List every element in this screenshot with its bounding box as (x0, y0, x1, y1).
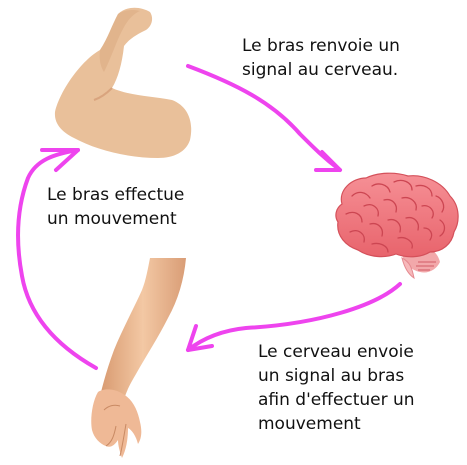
caption-arm-moves: Le bras effectue un mouvement (47, 183, 184, 231)
relaxed-arm-icon (91, 258, 186, 458)
caption-line: mouvement (258, 414, 361, 434)
caption-arm-signal-to-brain: Le bras renvoie un signal au cerveau. (242, 34, 400, 82)
arrowhead-brain-to-arm (186, 324, 214, 352)
arrowhead-arm-to-flexed (40, 148, 80, 172)
arrow-arm-to-flexed (16, 148, 98, 370)
caption-line: afin d'effectuer un (258, 390, 415, 410)
arrow-arm-to-brain (186, 64, 342, 172)
caption-line: un mouvement (47, 209, 177, 229)
caption-line: Le bras renvoie un (242, 36, 400, 56)
caption-brain-signal-to-arm: Le cerveau envoie un signal au bras afin… (258, 340, 415, 436)
arrowhead-arm-to-brain (314, 150, 342, 172)
caption-line: Le cerveau envoie (258, 342, 414, 362)
flexed-arm-icon (54, 7, 192, 158)
caption-line: Le bras effectue (47, 185, 185, 205)
arrow-brain-to-arm (186, 282, 402, 352)
cycle-arrows (16, 64, 402, 370)
caption-line: signal au cerveau. (242, 60, 399, 80)
caption-line: un signal au bras (258, 366, 405, 386)
brain-icon (335, 172, 459, 280)
